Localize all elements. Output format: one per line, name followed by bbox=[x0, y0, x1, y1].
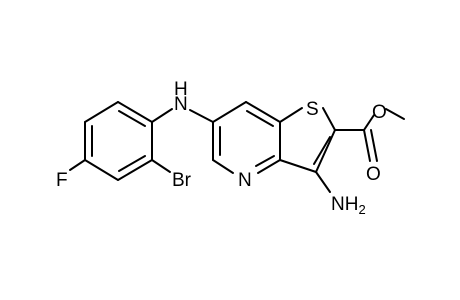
label-ring-nitrogen: N bbox=[238, 170, 252, 191]
aryl-ring bbox=[84, 101, 153, 181]
label-amine: NH2 bbox=[331, 194, 366, 217]
bond-aryl-nh bbox=[151, 108, 173, 123]
label-fluorine: F bbox=[56, 170, 68, 191]
label-bromine: Br bbox=[172, 170, 192, 191]
methyl-ester bbox=[334, 108, 405, 162]
label-carbonyl-oxygen: O bbox=[366, 164, 381, 185]
bond-aryl-br bbox=[151, 159, 171, 173]
label-nh-hydrogen: H bbox=[174, 79, 188, 100]
thiophene-ring bbox=[279, 107, 336, 173]
pyridine-ring bbox=[212, 101, 281, 174]
bond-aryl-f bbox=[69, 159, 86, 171]
bond-c3-amine bbox=[315, 171, 331, 193]
bond-nh-pyridine bbox=[189, 109, 214, 123]
label-ester-oxygen: O bbox=[372, 102, 387, 123]
label-nh-nitrogen: N bbox=[174, 94, 188, 115]
label-sulfur: S bbox=[306, 99, 319, 120]
